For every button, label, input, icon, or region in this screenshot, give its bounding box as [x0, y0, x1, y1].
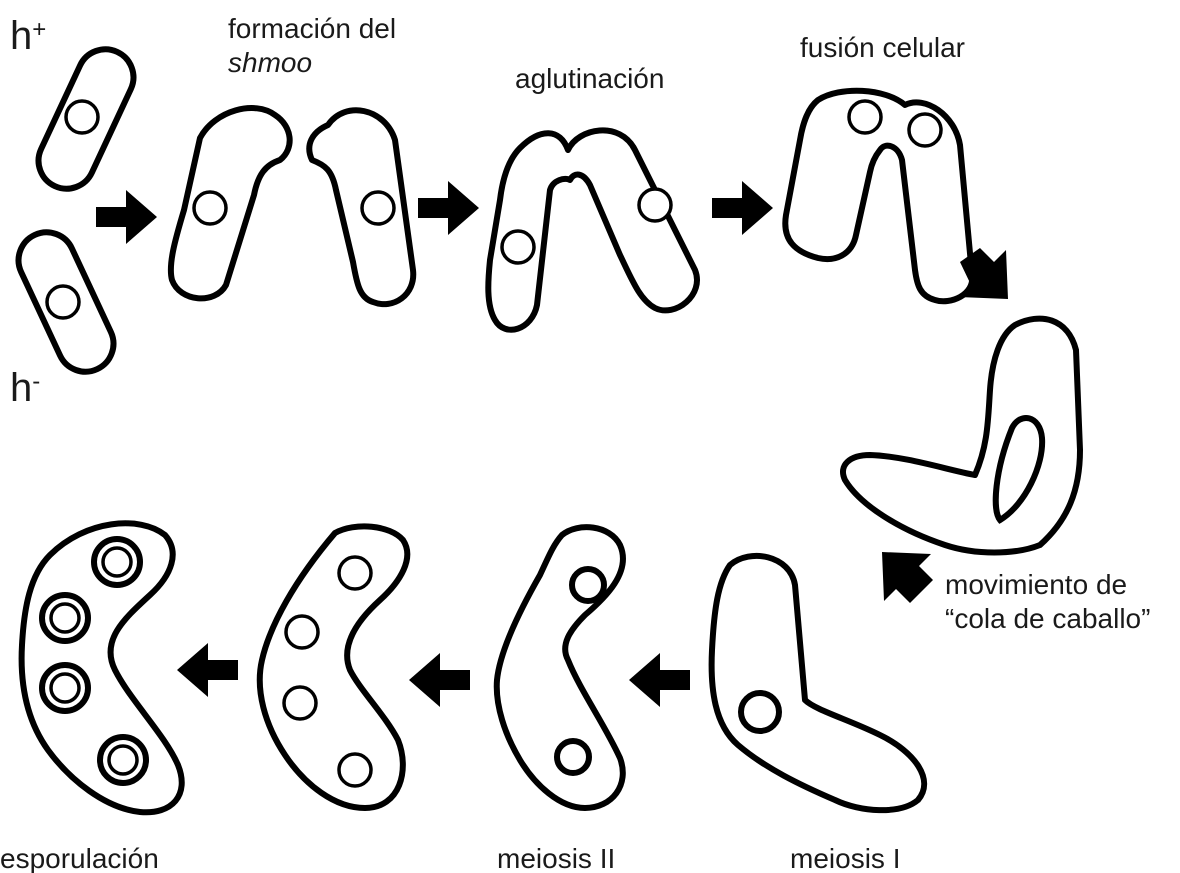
- four-nuclei-cell: [260, 526, 408, 808]
- stage-horsetail-zygote: [843, 319, 1080, 553]
- shmoo-cell-left: [171, 108, 290, 298]
- stage-shmoo: [171, 108, 413, 304]
- arrow-right-icon: [418, 181, 479, 235]
- stage-sporulation: [22, 523, 182, 812]
- label-meiosis-2: meiosis II: [497, 842, 615, 873]
- nucleus: [339, 754, 371, 786]
- nucleus: [66, 101, 98, 133]
- arrow-right-icon: [712, 181, 773, 235]
- label-meiosis-1: meiosis I: [790, 842, 900, 873]
- nucleus: [362, 192, 394, 224]
- stage-cell-fusion: [785, 91, 972, 302]
- label-agglutination: aglutinación: [515, 62, 664, 96]
- nucleus: [639, 189, 671, 221]
- stage-meiosis-1: [712, 556, 925, 810]
- nucleus: [849, 101, 881, 133]
- stage-four-nuclei: [260, 526, 408, 808]
- nucleus: [557, 741, 589, 773]
- nucleus: [286, 616, 318, 648]
- arrow-left-icon: [629, 653, 690, 707]
- label-h-plus: h+: [10, 14, 46, 58]
- stage-agglutination: [488, 130, 697, 329]
- meiosis-1-cell: [712, 556, 925, 810]
- nucleus: [572, 569, 604, 601]
- label-shmoo-line2: shmoo: [228, 46, 396, 80]
- label-shmoo-formation: formación del shmoo: [228, 12, 396, 80]
- nucleus: [47, 286, 79, 318]
- arrow-right-icon: [96, 190, 157, 244]
- nucleus: [339, 557, 371, 589]
- label-sporulation: esporulación: [0, 842, 159, 873]
- label-horsetail-line2: “cola de caballo”: [945, 602, 1150, 636]
- nucleus: [284, 687, 316, 719]
- spore-inner: [51, 604, 79, 632]
- nucleus: [741, 693, 779, 731]
- spore-inner: [51, 674, 79, 702]
- label-horsetail: movimiento de “cola de caballo”: [945, 568, 1150, 636]
- nucleus: [502, 231, 534, 263]
- label-shmoo-line1: formación del: [228, 12, 396, 46]
- stage-meiosis-2: [497, 527, 623, 808]
- label-horsetail-line1: movimiento de: [945, 568, 1150, 602]
- label-h-minus: h-: [10, 366, 40, 410]
- spore-inner: [103, 548, 131, 576]
- nucleus: [194, 192, 226, 224]
- arrow-left-icon: [177, 643, 238, 697]
- arrow-left-icon: [409, 653, 470, 707]
- arrow-down-left-icon: [882, 552, 933, 603]
- spore-inner: [109, 746, 137, 774]
- nucleus: [909, 114, 941, 146]
- label-cell-fusion: fusión celular: [800, 31, 965, 65]
